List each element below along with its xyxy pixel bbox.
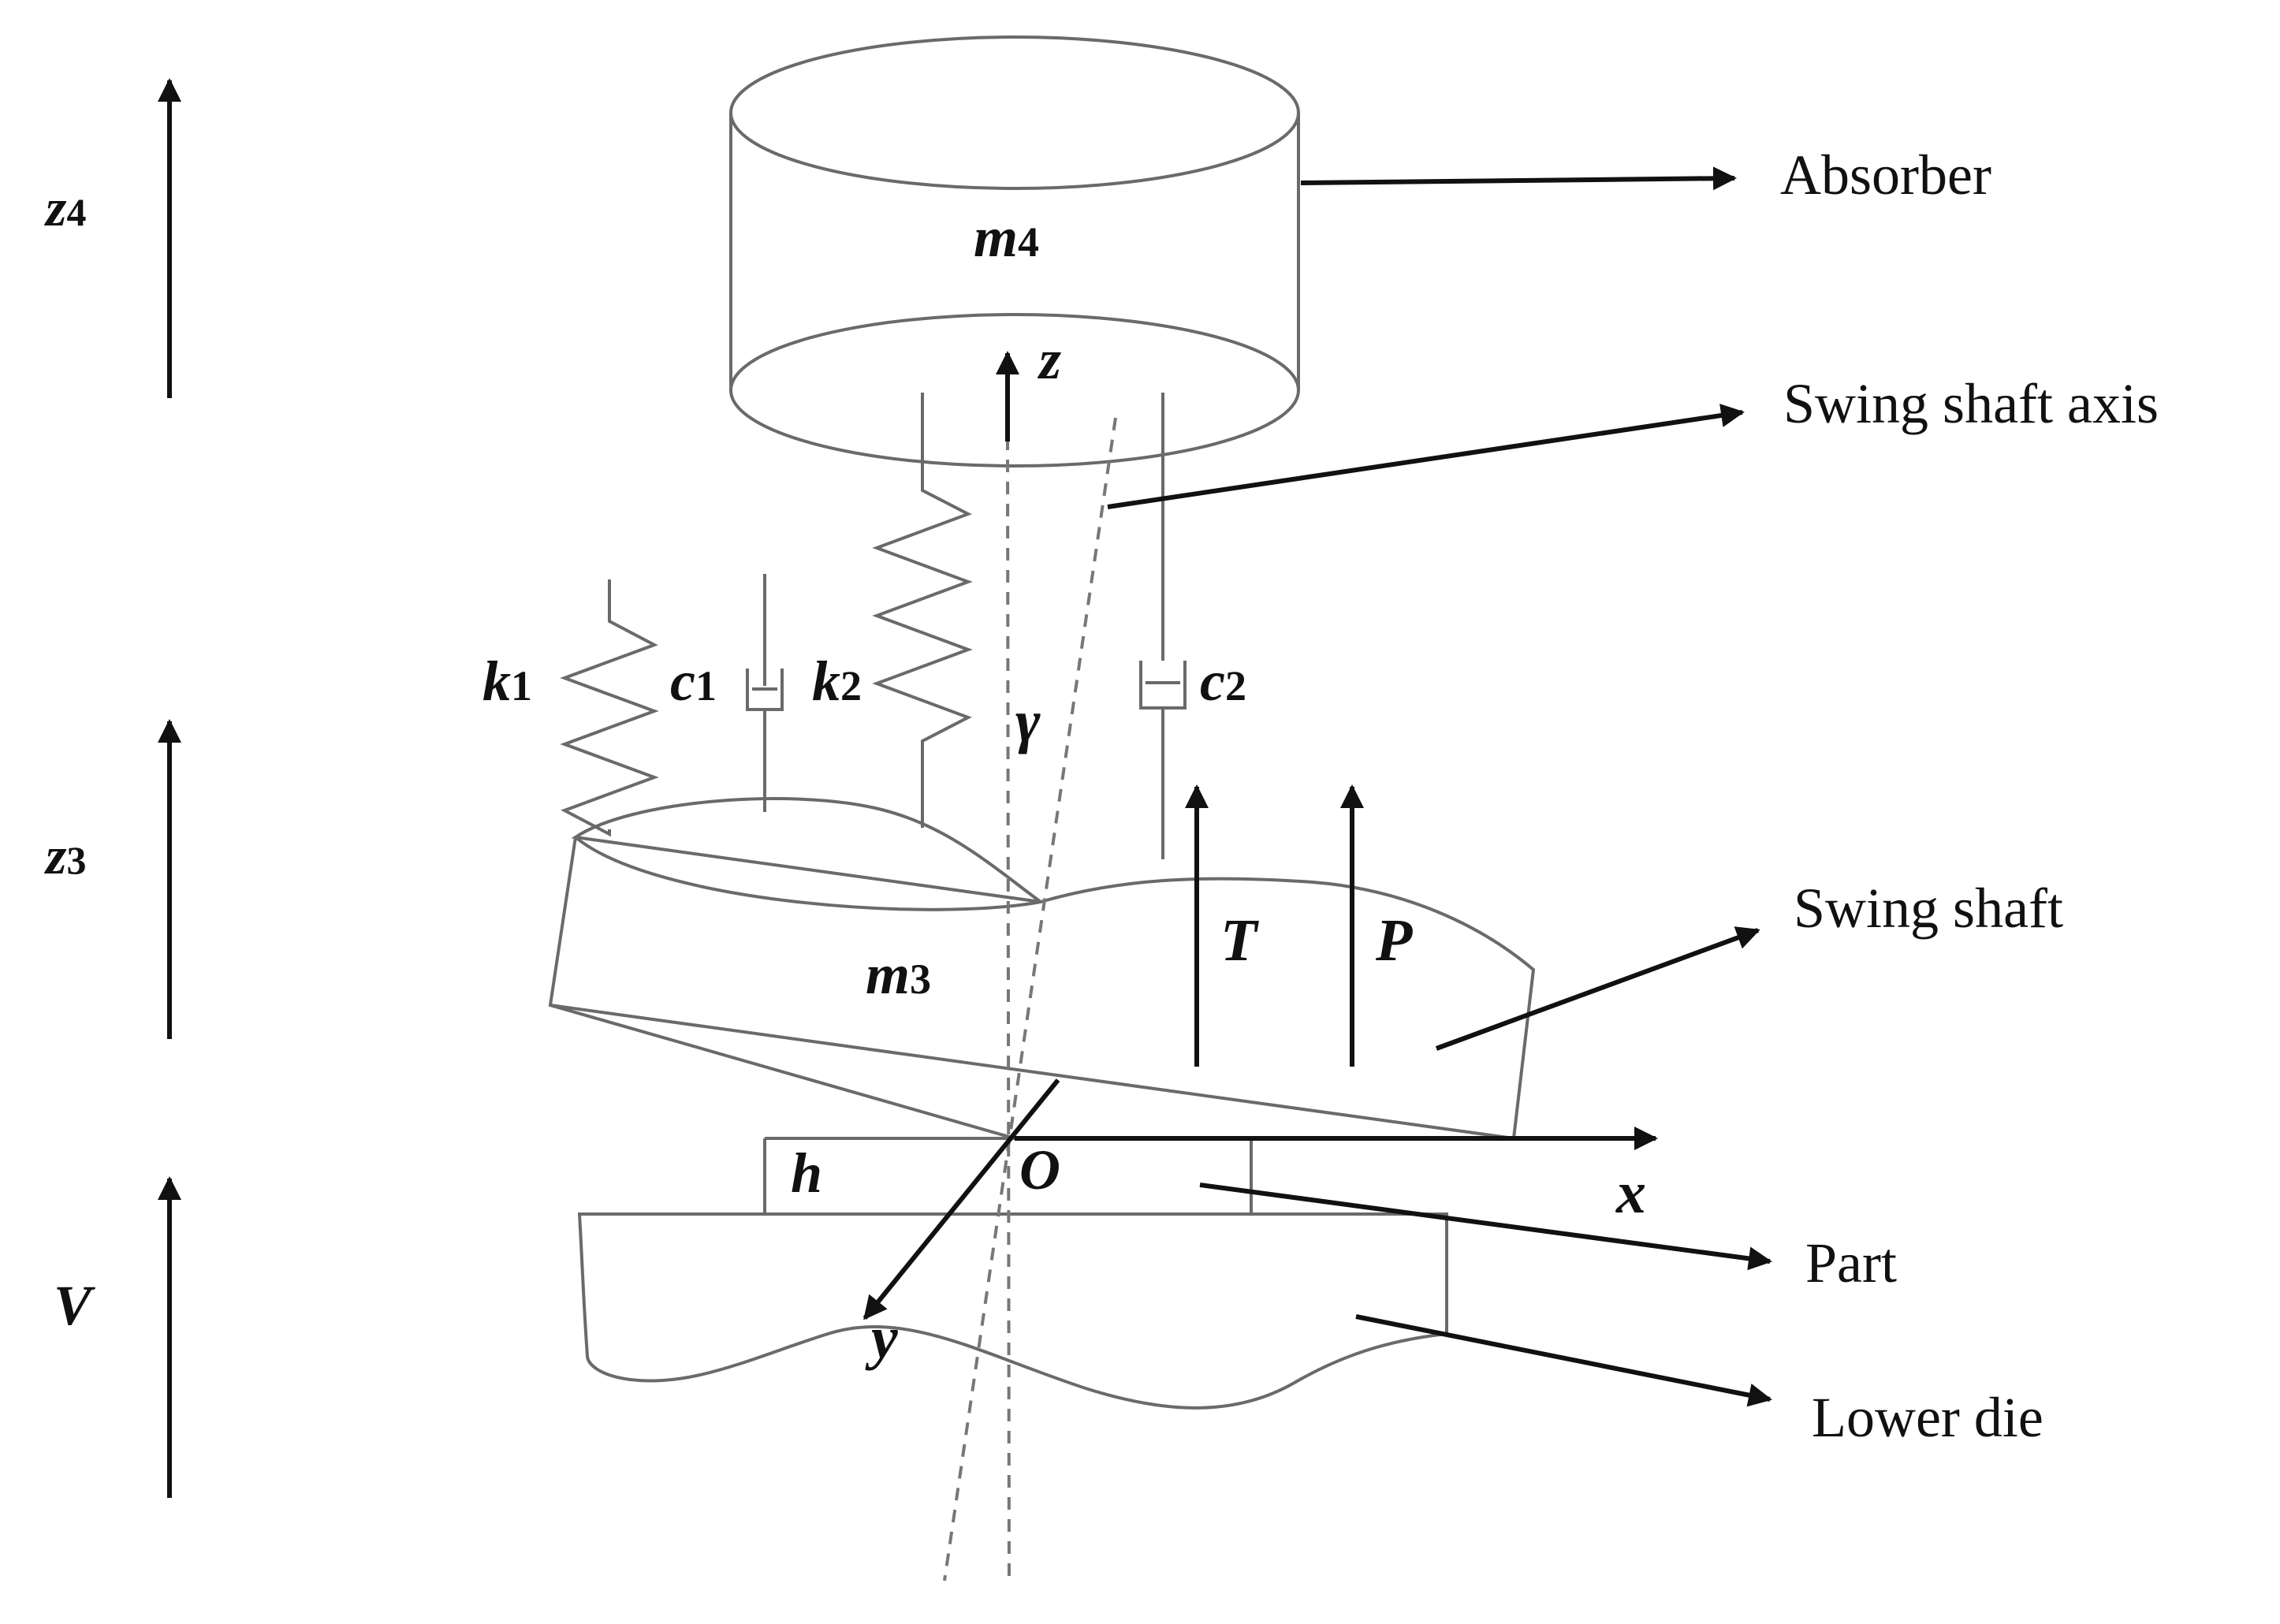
y-axis-arrow (862, 1078, 1060, 1320)
v-symbol: V (54, 1274, 95, 1337)
c1-symbol: c1 (670, 650, 717, 713)
z-axis-symbol: z (1037, 328, 1061, 391)
spring-k2 (872, 393, 973, 828)
part-block (763, 1137, 1514, 1216)
swing-shaft-axis-leader-arrow (1107, 404, 1745, 509)
z4-symbol: z4 (44, 177, 86, 237)
gamma-angle-symbol: γ (1015, 688, 1041, 754)
m4-symbol: m4 (974, 206, 1039, 269)
k2-symbol: k2 (812, 650, 862, 713)
damper-c1 (746, 574, 784, 812)
lower-die-leader-arrow (1355, 1314, 1772, 1407)
vertical-axis-line (1006, 437, 1011, 1581)
absorber-label: Absorber (1780, 143, 1991, 207)
x-axis-symbol: x (1615, 1160, 1646, 1226)
k1-symbol: k1 (482, 650, 532, 713)
absorber-leader-arrow (1300, 166, 1737, 191)
spring-k1 (560, 579, 659, 837)
part-leader-arrow (1199, 1183, 1772, 1271)
h-symbol: h (791, 1142, 822, 1205)
absorber-cylinder (729, 35, 1300, 467)
part-label: Part (1805, 1231, 1897, 1294)
swing-shaft-axis-label: Swing shaft axis (1783, 372, 2159, 435)
swing-shaft-axis-line (943, 417, 1117, 1581)
lower-die-label: Lower die (1812, 1386, 2043, 1449)
lower-die (577, 1212, 1448, 1410)
origin-o-symbol: O (1019, 1138, 1060, 1201)
swing-shaft-label: Swing shaft (1794, 877, 2063, 940)
swing-shaft-body (548, 797, 1536, 1140)
z3-symbol: z3 (44, 825, 86, 885)
c2-symbol: c2 (1200, 650, 1246, 713)
swing-shaft-leader-arrow (1435, 926, 1760, 1051)
p-force-symbol: P (1375, 907, 1413, 974)
m3-symbol: m3 (866, 943, 931, 1006)
t-force-symbol: T (1220, 907, 1259, 974)
damper-c2 (1139, 393, 1187, 859)
